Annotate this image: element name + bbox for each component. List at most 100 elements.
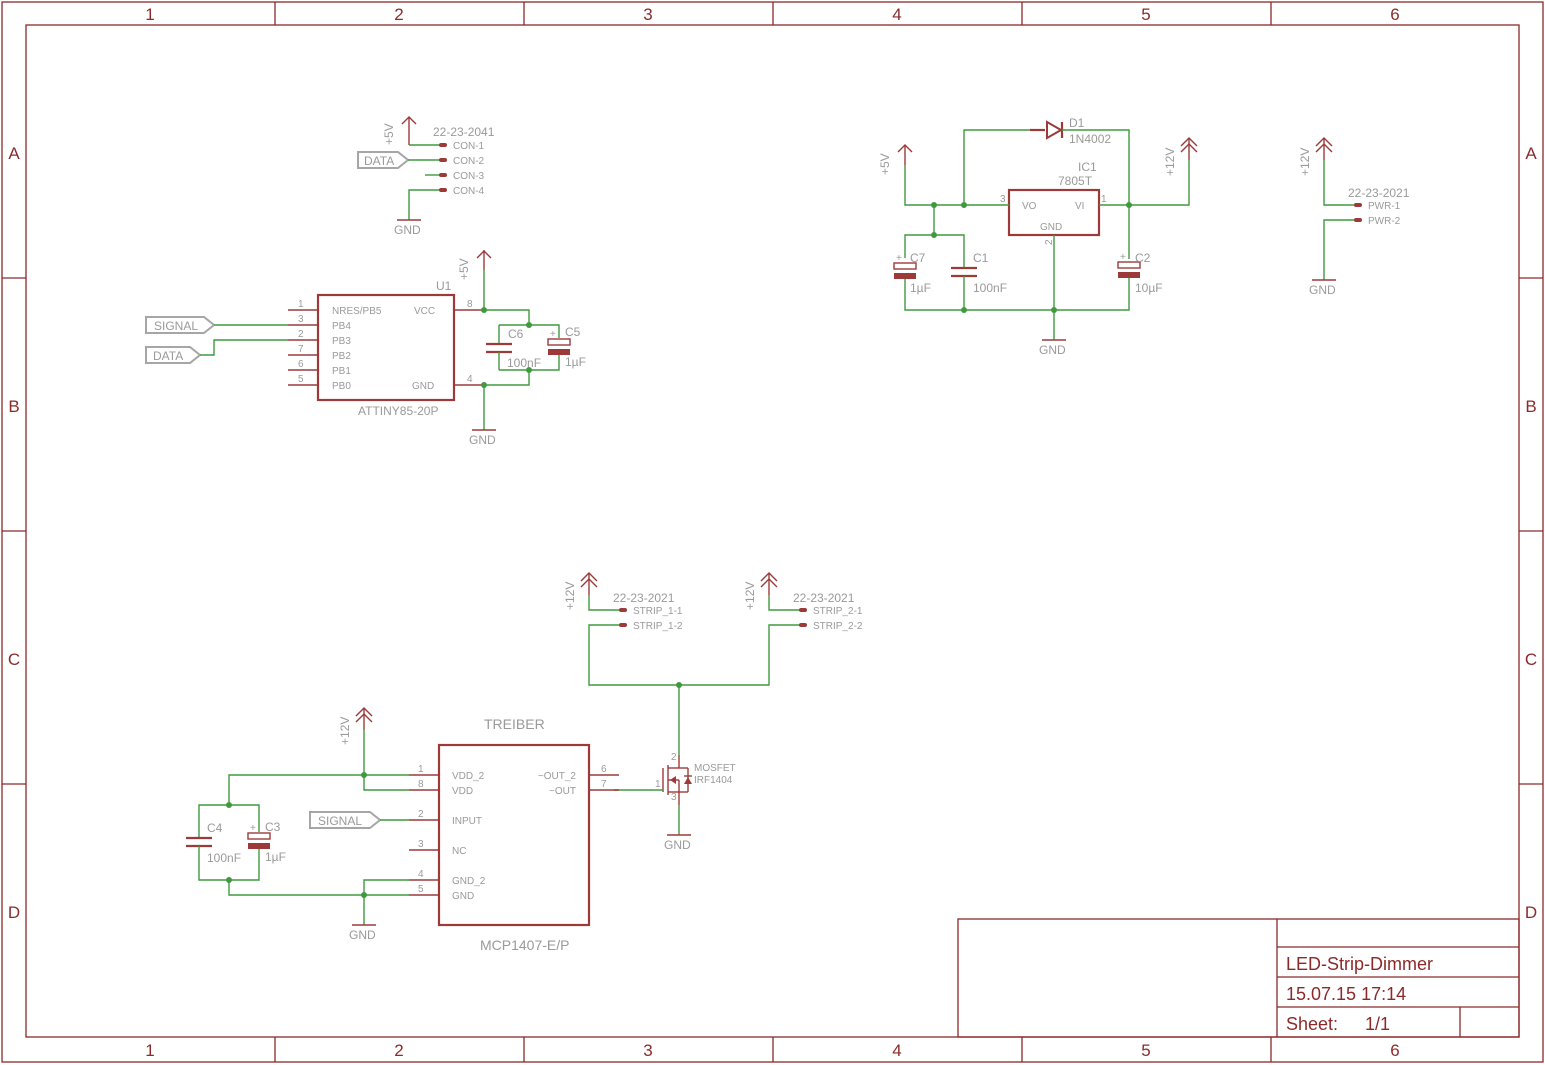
c1-ref: C1: [973, 251, 989, 265]
u1-pin3-name: PB4: [332, 321, 351, 332]
gnd-label-reg: GND: [1039, 343, 1066, 357]
data-net-label-u1: DATA: [153, 349, 183, 363]
ic1-vo-name: VO: [1022, 201, 1037, 212]
d1-ref: D1: [1069, 116, 1085, 130]
supply-5v-label-reg: +5V: [878, 153, 892, 175]
gnd-label-driver: GND: [349, 928, 376, 942]
driver-pin4-num: 4: [418, 869, 424, 880]
ic1-ref: IC1: [1078, 160, 1097, 174]
zone-col-bottom-3: 3: [643, 1041, 652, 1060]
mosfet-type: MOSFET: [694, 763, 736, 774]
c6-ref: C6: [508, 327, 524, 341]
u1-pin5-num: 5: [298, 374, 304, 385]
driver-pin7-name: ~OUT: [549, 786, 576, 797]
mosfet-pin-drain: 2: [671, 752, 677, 763]
gnd-label-u1: GND: [469, 433, 496, 447]
zone-col-top-4: 4: [892, 5, 901, 24]
svg-text:+: +: [1120, 252, 1126, 263]
drawing-datetime: 15.07.15 17:14: [1286, 984, 1406, 1004]
strip2-pin-1: STRIP_2-1: [813, 606, 863, 617]
u1-ref: U1: [436, 279, 452, 293]
zone-row-left-c: C: [8, 650, 20, 669]
mosfet-pin-gate: 1: [655, 779, 661, 790]
driver-name: TREIBER: [484, 716, 545, 732]
ic1-pin3-num: 3: [1000, 194, 1006, 205]
zone-row-right-b: B: [1525, 397, 1536, 416]
driver-pin3-name: NC: [452, 846, 466, 857]
con-pin-1: CON-1: [453, 141, 485, 152]
driver-pin4-name: GND_2: [452, 876, 486, 887]
c7-value: 1µF: [910, 281, 931, 295]
driver-pin8-num: 8: [418, 779, 424, 790]
zone-col-top-5: 5: [1141, 5, 1150, 24]
mosfet-value: IRF1404: [694, 775, 733, 786]
strip1-part-number: 22-23-2021: [613, 591, 675, 605]
connector-22-23-2041: +5V DATA GND 22-23-2041 CON-1 CON-2 CON-…: [357, 116, 495, 237]
gnd-label-mosfet: GND: [664, 838, 691, 852]
c2-ref: C2: [1135, 251, 1151, 265]
driver-value: MCP1407-E/P: [480, 937, 569, 953]
zone-row-right-c: C: [1525, 650, 1537, 669]
zone-row-left-d: D: [8, 903, 20, 922]
ic1-pin2-num: 2: [1044, 239, 1055, 245]
u1-pin7-name: PB2: [332, 351, 351, 362]
c1-value: 100nF: [973, 281, 1007, 295]
c6-value: 100nF: [507, 356, 541, 370]
signal-net-label-driver: SIGNAL: [318, 814, 362, 828]
pwr-pin-1: PWR-1: [1368, 201, 1401, 212]
con-pin-4: CON-4: [453, 186, 485, 197]
sheet-number: 1/1: [1365, 1014, 1390, 1034]
c2-value: 10µF: [1135, 281, 1163, 295]
zone-col-bottom-2: 2: [394, 1041, 403, 1060]
driver-pin1-name: VDD_2: [452, 771, 485, 782]
supply-5v-con: +5V: [382, 116, 417, 145]
driver-pin8-name: VDD: [452, 786, 473, 797]
u1-gnd-name: GND: [412, 381, 434, 392]
driver-pin6-num: 6: [601, 764, 607, 775]
ic1-vi-name: VI: [1075, 201, 1084, 212]
u1-pin6-name: PB1: [332, 366, 351, 377]
zone-row-right-d: D: [1525, 903, 1537, 922]
strip2-pin-2: STRIP_2-2: [813, 621, 863, 632]
regulator-ic1: IC1 7805T VO VI GND 3 1 2 +5V D1 1N4002 …: [878, 116, 1198, 357]
strip1-pin-2: STRIP_1-2: [633, 621, 683, 632]
c3-ref: C3: [265, 820, 281, 834]
zone-col-top-1: 1: [145, 5, 154, 24]
pwr-pin-2: PWR-2: [1368, 216, 1401, 227]
u1-pin8-num: 8: [467, 299, 473, 310]
driver-pin5-name: GND: [452, 891, 474, 902]
signal-net-flag-driver: [309, 811, 382, 829]
c3-value: 1µF: [265, 850, 286, 864]
con-part-number: 22-23-2041: [433, 125, 495, 139]
c5-ref: C5: [565, 325, 581, 339]
driver-pin5-num: 5: [418, 884, 424, 895]
zone-col-bottom-4: 4: [892, 1041, 901, 1060]
supply-12v-label-driver: +12V: [338, 717, 352, 745]
driver-pin6-name: ~OUT_2: [538, 771, 577, 782]
ic1-value: 7805T: [1058, 174, 1093, 188]
c5-value: 1µF: [565, 355, 586, 369]
c4-ref: C4: [207, 821, 223, 835]
zone-col-top-6: 6: [1390, 5, 1399, 24]
driver-pin7-num: 7: [601, 779, 607, 790]
zone-row-left-a: A: [8, 144, 20, 163]
mosfet-pin-source: 3: [671, 792, 677, 803]
gnd-label-con: GND: [394, 223, 421, 237]
supply-12v-label-pwr: +12V: [1298, 148, 1312, 176]
driver-pin1-num: 1: [418, 764, 424, 775]
strip2-part-number: 22-23-2021: [793, 591, 855, 605]
zone-col-bottom-6: 6: [1390, 1041, 1399, 1060]
u1-pin6-num: 6: [298, 359, 304, 370]
u1-pin4-num: 4: [467, 374, 473, 385]
supply-12v-label-reg: +12V: [1163, 148, 1177, 176]
driver-pin2-name: INPUT: [452, 816, 482, 827]
title-block: LED-Strip-Dimmer 15.07.15 17:14 Sheet: 1…: [957, 918, 1520, 1038]
zone-row-left-b: B: [8, 397, 19, 416]
supply-5v-label: +5V: [382, 123, 396, 145]
u1-pin5-name: PB0: [332, 381, 351, 392]
signal-net-label-u1: SIGNAL: [154, 319, 198, 333]
u1-vcc-name: VCC: [414, 306, 435, 317]
u1-pin1-num: 1: [298, 299, 304, 310]
supply-12v-label-strip1: +12V: [563, 582, 577, 610]
